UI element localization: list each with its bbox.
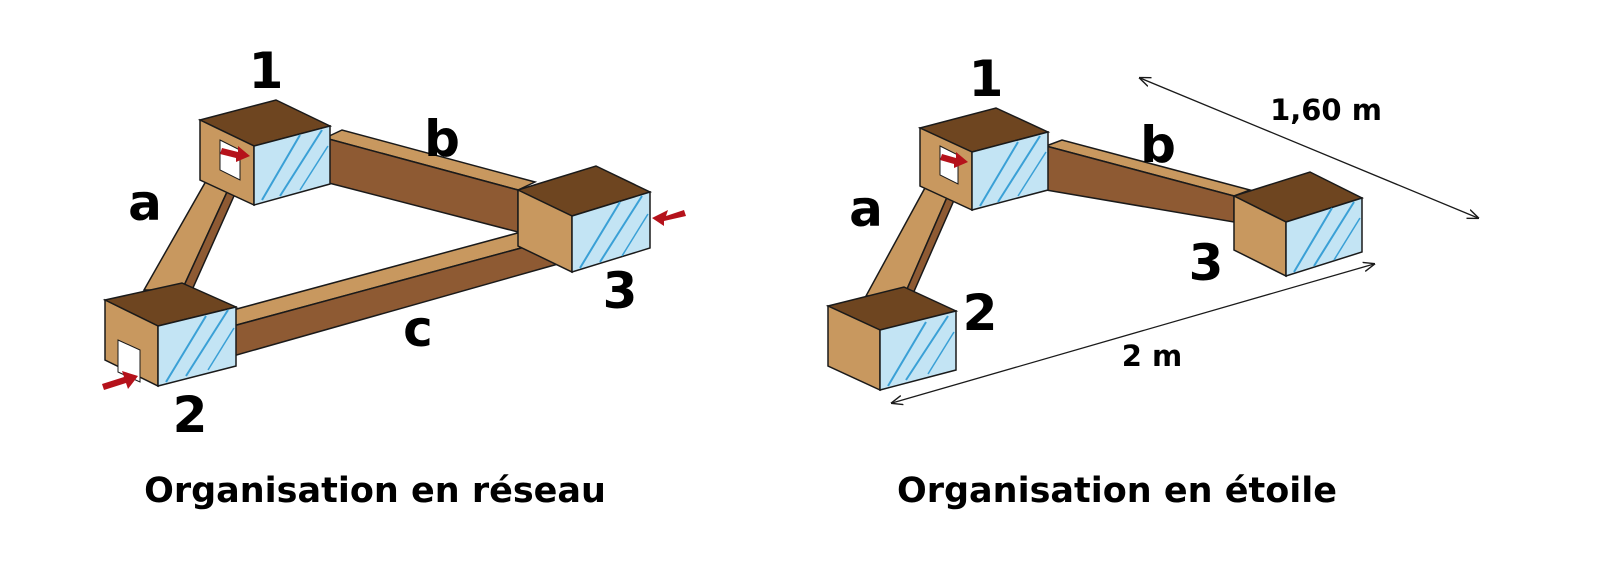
entrance-arrow-1 [220,146,250,162]
dimension-line-depth [1140,78,1478,218]
box-label-2: 2 [173,386,208,444]
dimension-label-width: 2 m [1122,339,1183,373]
tube-c [232,227,561,357]
tube-label-b: b [424,110,460,168]
star-title: Organisation en étoile [897,471,1337,511]
entrance-arrow-1 [940,152,968,168]
box-label-3: 3 [1189,234,1224,292]
box-label-1: 1 [249,42,284,100]
dimension-label-depth: 1,60 m [1270,93,1382,127]
box-3 [1232,171,1364,278]
box-1 [917,107,1051,212]
box-2 [102,282,239,388]
star-diagram: 1 2 3 a b 1,60 m 2 m Organisation en éto… [825,50,1478,511]
network-title: Organisation en réseau [144,471,606,511]
entrance-arrow-3 [652,210,686,226]
tube-label-a: a [128,174,162,232]
box-3 [515,165,653,274]
dimension-line-width [892,264,1374,403]
box-1 [197,99,333,207]
network-diagram: 1 2 3 a b c Organisation en réseau [102,42,686,511]
box-label-3: 3 [603,262,638,320]
entrance-arrow-2 [102,371,138,390]
box-label-2: 2 [963,284,998,342]
tube-label-b: b [1140,116,1176,174]
box-2 [825,286,959,392]
box-label-1: 1 [969,50,1004,108]
tube-label-a: a [849,180,883,238]
tube-label-c: c [403,300,433,358]
